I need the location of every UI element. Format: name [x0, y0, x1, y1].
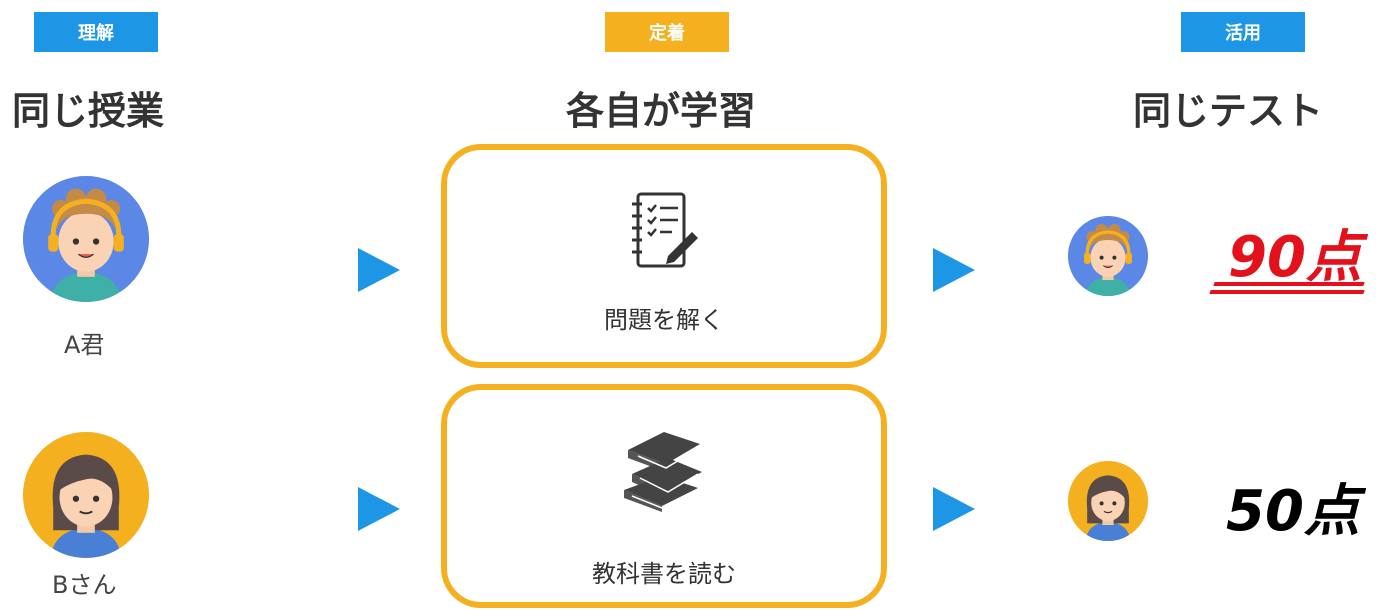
stage-badge-establish: 定着 — [605, 12, 729, 52]
heading-self-study: 各自が学習 — [566, 89, 757, 133]
heading-same-test: 同じテスト — [1133, 89, 1324, 133]
activity-label: 問題を解く — [604, 306, 724, 334]
stage-badge-understand: 理解 — [34, 12, 158, 52]
book-stack-icon — [618, 428, 710, 512]
activity-card-solve-problems: 問題を解く — [441, 144, 887, 368]
student-b-name: Bさん — [52, 571, 117, 599]
heading-same-lesson: 同じ授業 — [12, 89, 165, 133]
arrow-right-icon — [933, 248, 975, 292]
arrow-right-icon — [358, 487, 400, 531]
stage-badge-apply: 活用 — [1181, 12, 1305, 52]
score-underline — [1213, 282, 1365, 286]
girl-avatar-icon — [1068, 461, 1148, 541]
student-a-name: A君 — [64, 331, 105, 359]
boy-with-headphones-icon — [23, 176, 149, 302]
score-underline — [1209, 290, 1365, 294]
checklist-notebook-icon — [628, 192, 700, 270]
score-student-a: 90点 — [1228, 225, 1362, 290]
activity-label: 教科書を読む — [592, 560, 736, 588]
arrow-right-icon — [933, 487, 975, 531]
boy-with-headphones-icon — [1068, 216, 1148, 296]
arrow-right-icon — [358, 248, 400, 292]
activity-card-read-textbook: 教科書を読む — [441, 384, 887, 608]
girl-avatar-icon — [23, 432, 149, 558]
score-student-b: 50点 — [1226, 479, 1360, 544]
